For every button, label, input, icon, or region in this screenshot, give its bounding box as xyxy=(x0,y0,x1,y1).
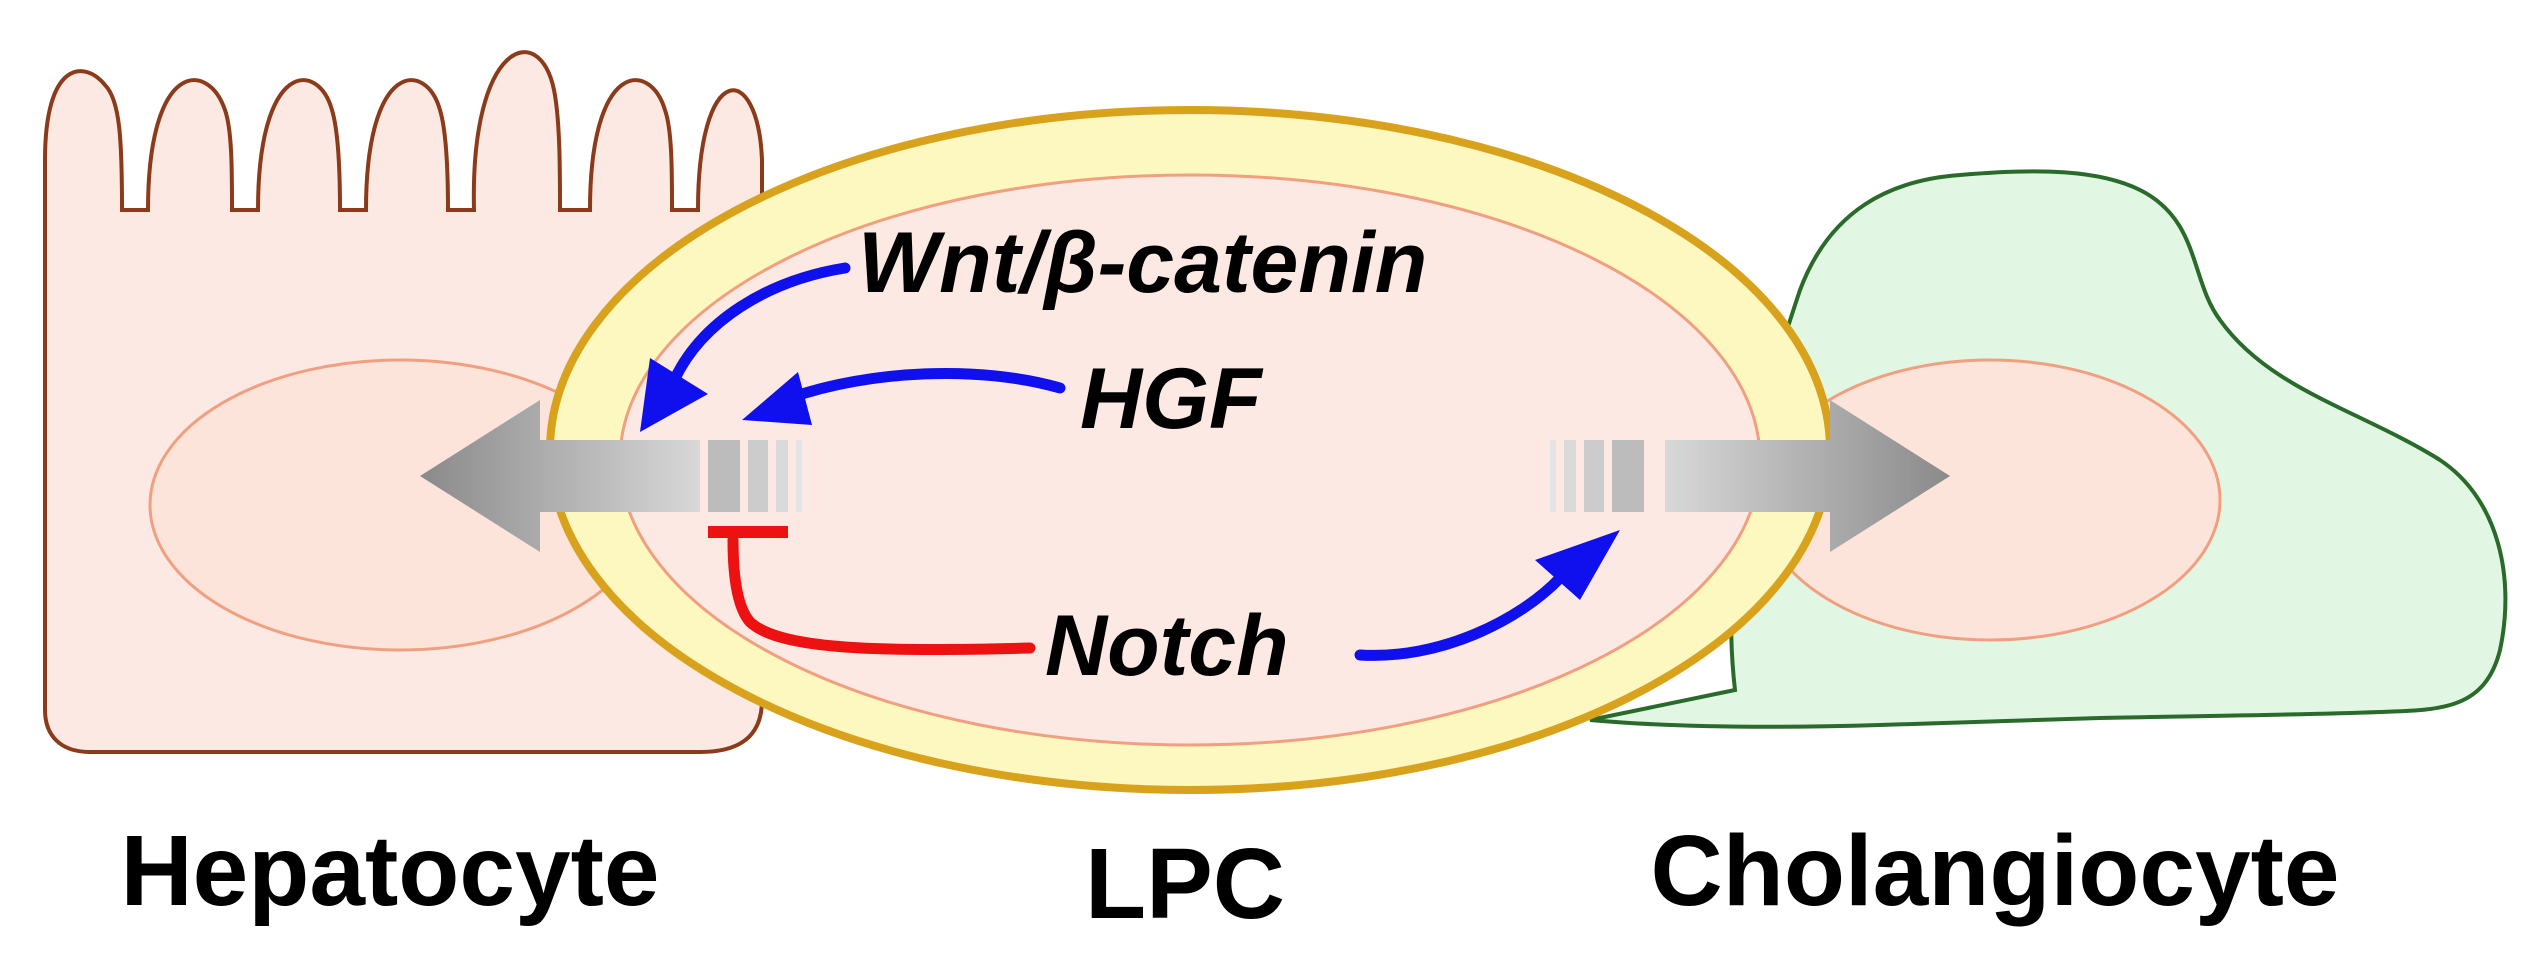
wnt-arrowhead xyxy=(640,358,708,432)
dash-left-2 xyxy=(748,440,768,512)
wnt-activation-arrow xyxy=(640,262,851,432)
hepatocyte-differentiation-arrow xyxy=(420,400,802,552)
arrow-left-body xyxy=(420,400,700,552)
lpc-label: LPC xyxy=(1085,828,1285,940)
dash-right-4 xyxy=(1612,440,1644,512)
notch-inhibit-bar xyxy=(708,526,788,538)
hgf-label: HGF xyxy=(1080,351,1264,447)
notch-inhibition-arrow xyxy=(708,526,1036,656)
hepatocyte-cell xyxy=(43,50,764,754)
notch-label: Notch xyxy=(1045,598,1289,694)
hepatocyte-label: Hepatocyte xyxy=(120,815,659,927)
notch-inhibit-line xyxy=(727,534,1036,656)
dash-right-2 xyxy=(1564,440,1576,512)
wnt-label: Wnt/β-catenin xyxy=(858,215,1427,311)
notch-arrow-line xyxy=(1354,572,1566,661)
dash-left-3 xyxy=(776,440,788,512)
hgf-arrowhead xyxy=(742,372,812,425)
dash-left-1 xyxy=(708,440,740,512)
hgf-arrow-line xyxy=(784,367,1066,404)
arrow-right-body xyxy=(1665,400,1950,552)
dash-left-4 xyxy=(796,440,802,512)
dash-right-1 xyxy=(1550,440,1556,512)
cholangiocyte-differentiation-arrow xyxy=(1550,400,1950,552)
wnt-arrow-line xyxy=(666,262,851,391)
dash-right-3 xyxy=(1584,440,1604,512)
cholangiocyte-label: Cholangiocyte xyxy=(1651,815,2340,927)
notch-activation-arrow xyxy=(1354,530,1620,661)
hgf-activation-arrow xyxy=(742,367,1066,425)
notch-arrowhead xyxy=(1535,530,1620,600)
